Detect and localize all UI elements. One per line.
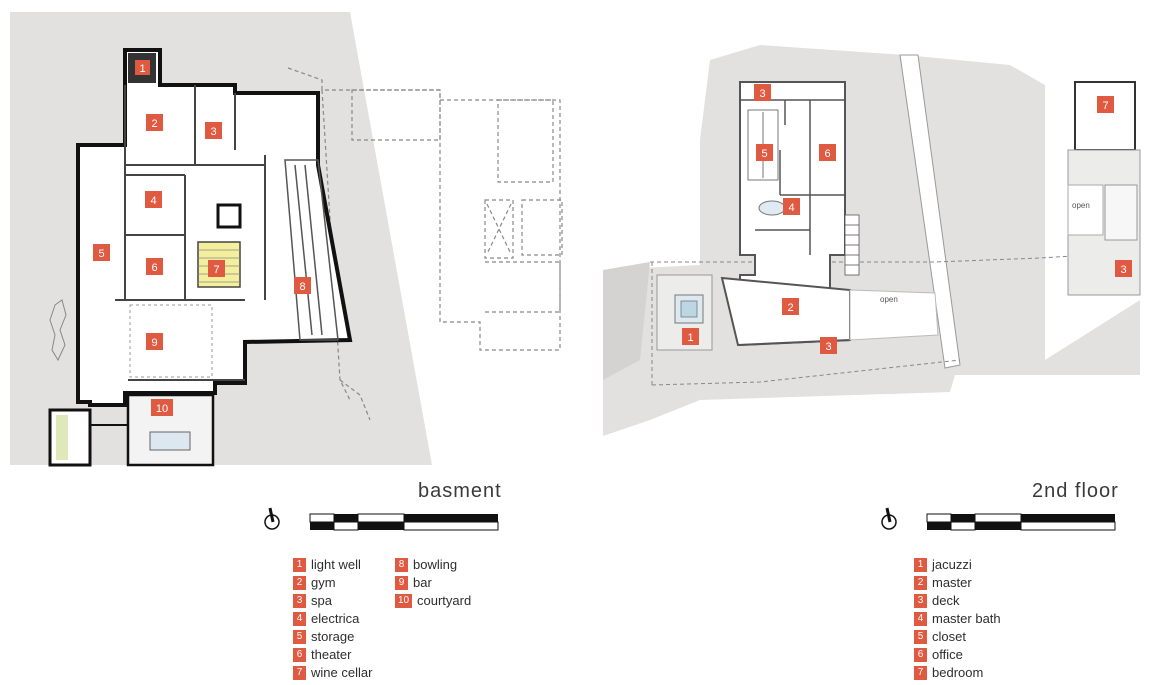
diagonal-wall-band bbox=[899, 54, 961, 369]
basement-title: basment bbox=[418, 480, 502, 502]
marker-deck-top: 3 bbox=[754, 84, 771, 101]
basement-scale-block bbox=[264, 507, 499, 531]
second-floor-scale-block bbox=[881, 507, 1116, 531]
marker-bar: 9 bbox=[146, 333, 163, 350]
marker-deck-bottom: 3 bbox=[820, 337, 837, 354]
marker-gym: 2 bbox=[146, 114, 163, 131]
basement-interior-walls bbox=[115, 85, 266, 381]
marker-jacuzzi: 1 bbox=[682, 328, 699, 345]
second-floor-plan: open open 1 2 3 3 3 4 5 6 7 bbox=[603, 45, 1141, 436]
landscape-rocks bbox=[49, 299, 67, 362]
courtyard-stair bbox=[48, 408, 128, 467]
scale-bar-icon bbox=[926, 513, 1116, 531]
svg-text:1: 1 bbox=[687, 332, 693, 344]
marker-office: 6 bbox=[819, 144, 836, 161]
elevator-shaft bbox=[216, 203, 242, 229]
basement-dashed-outline bbox=[287, 67, 563, 421]
marker-storage: 5 bbox=[93, 244, 110, 261]
north-arrow-icon bbox=[264, 507, 280, 530]
second-floor-room-markers: 1 2 3 3 3 4 5 6 7 bbox=[682, 84, 1132, 354]
basement-plan: 1 2 3 4 5 6 7 8 9 10 bbox=[10, 12, 563, 467]
svg-text:2: 2 bbox=[787, 302, 793, 314]
master-bathtub bbox=[758, 200, 786, 216]
marker-bedroom: 7 bbox=[1097, 96, 1114, 113]
marker-master-bath: 4 bbox=[783, 198, 800, 215]
scale-bar-icon bbox=[309, 513, 499, 531]
svg-text:5: 5 bbox=[761, 148, 767, 160]
marker-bowling: 8 bbox=[294, 277, 311, 294]
svg-text:3: 3 bbox=[825, 341, 831, 353]
marker-wine-cellar: 7 bbox=[208, 260, 225, 277]
svg-text:3: 3 bbox=[1120, 264, 1126, 276]
open-label: open bbox=[880, 295, 898, 304]
open-area bbox=[849, 289, 939, 341]
svg-text:2: 2 bbox=[151, 118, 157, 130]
svg-text:6: 6 bbox=[151, 262, 157, 274]
marker-spa: 3 bbox=[205, 122, 222, 139]
svg-text:3: 3 bbox=[210, 126, 216, 138]
second-floor-title: 2nd floor bbox=[1032, 480, 1119, 502]
marker-closet: 5 bbox=[756, 144, 773, 161]
svg-text:10: 10 bbox=[156, 403, 168, 415]
svg-text:4: 4 bbox=[788, 202, 794, 214]
marker-electrical: 4 bbox=[145, 191, 162, 208]
second-floor-interior-walls bbox=[740, 99, 845, 255]
svg-text:4: 4 bbox=[150, 195, 156, 207]
bar-area-outline bbox=[129, 304, 213, 378]
guest-bedroom-building bbox=[1074, 81, 1136, 151]
north-arrow-icon bbox=[881, 507, 897, 530]
svg-text:open: open bbox=[1072, 201, 1090, 210]
svg-text:8: 8 bbox=[299, 281, 305, 293]
basement-room-markers: 1 2 3 4 5 6 7 8 9 10 bbox=[93, 60, 311, 416]
svg-text:3: 3 bbox=[759, 88, 765, 100]
marker-theater: 6 bbox=[146, 258, 163, 275]
marker-deck-right: 3 bbox=[1115, 260, 1132, 277]
svg-text:1: 1 bbox=[139, 63, 145, 75]
svg-text:7: 7 bbox=[213, 264, 219, 276]
marker-light-well: 1 bbox=[135, 60, 150, 75]
svg-text:9: 9 bbox=[151, 337, 157, 349]
basement-footprint bbox=[76, 48, 353, 407]
guest-open-area bbox=[1067, 184, 1104, 236]
svg-text:5: 5 bbox=[98, 248, 104, 260]
svg-text:6: 6 bbox=[824, 148, 830, 160]
second-floor-stair bbox=[844, 214, 860, 276]
marker-master: 2 bbox=[782, 298, 799, 315]
floor-plans: 1 2 3 4 5 6 7 8 9 10 bbox=[10, 12, 1141, 467]
marker-courtyard: 10 bbox=[151, 399, 173, 416]
svg-text:7: 7 bbox=[1102, 100, 1108, 112]
